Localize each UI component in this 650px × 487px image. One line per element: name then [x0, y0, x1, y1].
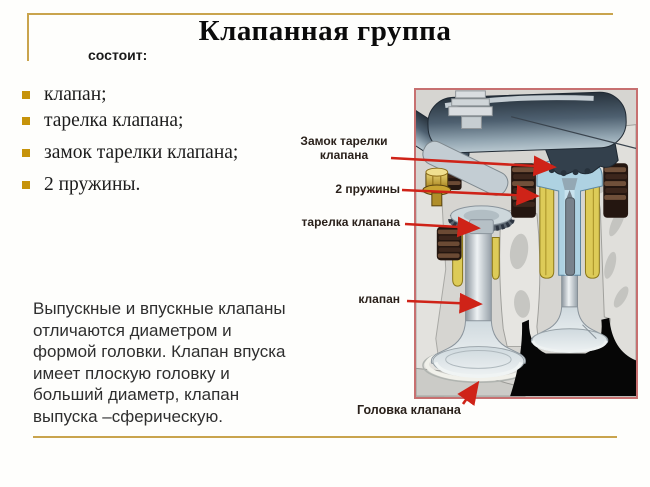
left-rule	[27, 13, 29, 61]
label-valve-plate: тарелка клапана	[301, 215, 400, 229]
bullet-text: клапан;	[44, 84, 107, 105]
valve-diagram-frame	[414, 88, 638, 399]
exhaust-valve	[530, 268, 609, 354]
valve-assembly-illustration	[416, 90, 636, 397]
label-valve: клапан	[358, 292, 400, 306]
list-item: замок тарелки клапана;	[22, 142, 238, 164]
bullet-square-icon	[22, 117, 30, 125]
bottom-rule	[33, 436, 617, 438]
component-list: клапан; тарелка клапана; замок тарелки к…	[22, 84, 238, 196]
label-two-springs: 2 пружины	[335, 182, 400, 196]
list-item: клапан;	[22, 84, 238, 106]
bullet-square-icon	[22, 91, 30, 99]
consists-label: состоит:	[88, 47, 148, 63]
slide-title: Клапанная группа	[198, 15, 452, 47]
label-valve-head: Головка клапана	[357, 403, 461, 417]
list-item: тарелка клапана;	[22, 110, 238, 132]
bullet-square-icon	[22, 181, 30, 189]
top-rule	[27, 13, 613, 15]
valve-lock-section	[536, 160, 603, 276]
label-valve-plate-lock: Замок тарелки клапана	[300, 134, 388, 162]
bullet-square-icon	[22, 149, 30, 157]
bullet-text: 2 пружины.	[44, 174, 141, 195]
list-item: 2 пружины.	[22, 174, 238, 196]
bullet-text: тарелка клапана;	[44, 110, 184, 131]
bullet-text: замок тарелки клапана;	[44, 142, 239, 163]
description-paragraph: Выпускные и впускные клапаны отличаются …	[33, 299, 286, 426]
